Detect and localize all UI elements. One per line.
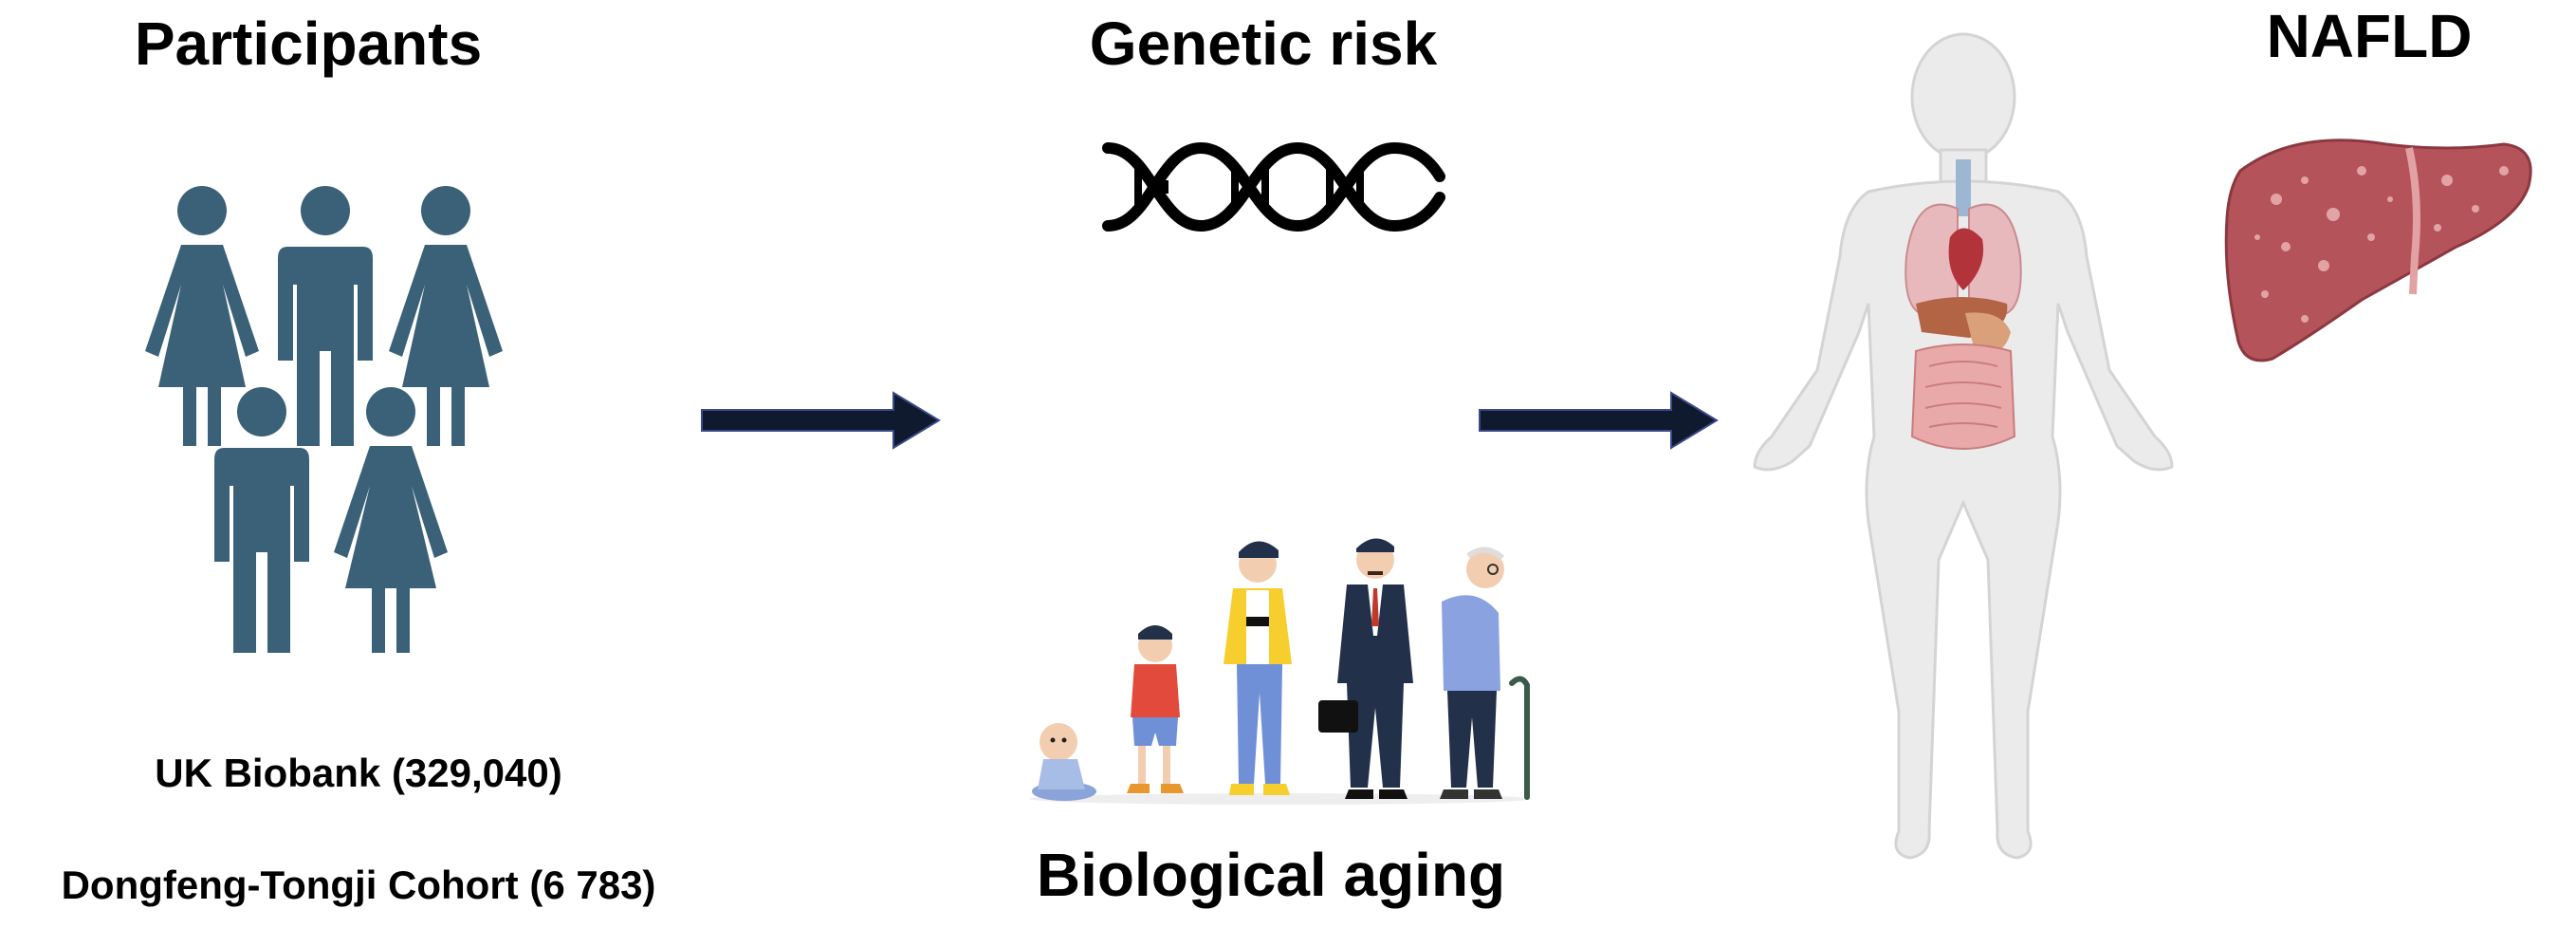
biological-aging-title: Biological aging (1036, 841, 1506, 909)
baby-figure (1032, 723, 1096, 801)
human-body-anatomy-illustration (1753, 32, 2174, 860)
participants-title: Participants (134, 9, 483, 78)
aging-people-illustration (1029, 538, 1532, 805)
elderly-man-figure (1440, 547, 1530, 800)
dna-icon (1102, 141, 1445, 232)
man-icon (278, 186, 373, 446)
woman-icon (389, 186, 503, 446)
man-briefcase-figure (1318, 538, 1413, 799)
cohort-dongfeng-tongji: Dongfeng-Tongji Cohort (6 783) (61, 863, 656, 907)
intestines (1910, 343, 2016, 450)
cohort-uk-biobank: UK Biobank (329,040) (155, 751, 562, 795)
fatty-liver-icon (2224, 139, 2532, 362)
genetic-risk-title: Genetic risk (1089, 9, 1438, 78)
woman-icon (145, 186, 259, 446)
arrow-right-icon (1479, 391, 1719, 450)
nafld-title: NAFLD (2266, 2, 2473, 70)
child-figure (1127, 625, 1184, 793)
arrow-right-icon (701, 391, 941, 450)
young-man-figure (1224, 541, 1292, 795)
woman-icon (334, 387, 448, 653)
participants-people-icon (145, 186, 503, 653)
lungs (1904, 203, 1959, 315)
man-icon (214, 387, 309, 653)
